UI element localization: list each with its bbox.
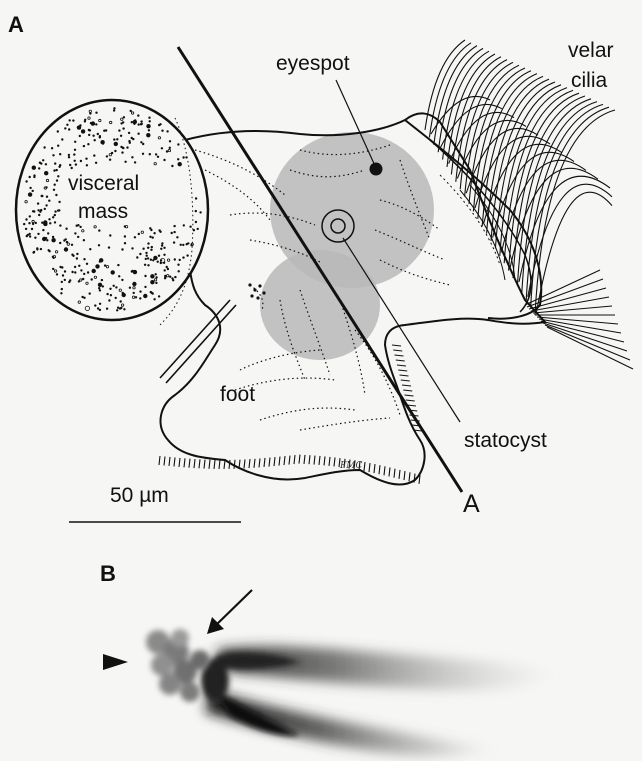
label-foot: foot <box>220 383 255 406</box>
arrowhead-indicator <box>103 654 128 670</box>
section-label: A <box>463 490 480 518</box>
scale-bar-label: 50 µm <box>110 484 169 507</box>
label-velar: velar <box>568 39 614 62</box>
label-statocyst: statocyst <box>464 429 547 452</box>
eyespot <box>370 163 383 176</box>
panel-a: A <box>8 12 633 522</box>
arrow-indicator <box>207 590 252 634</box>
label-cilia: cilia <box>571 69 607 92</box>
larva-photo-body <box>146 629 210 702</box>
label-mass: mass <box>78 200 128 223</box>
panel-b-letter: B <box>100 561 116 586</box>
label-eyespot: eyespot <box>276 52 350 75</box>
shaded-cephalic-region <box>260 132 434 360</box>
panel-a-letter: A <box>8 12 24 37</box>
label-visceral: visceral <box>68 172 139 195</box>
panel-b: B <box>100 561 560 756</box>
artist-signature: FMC <box>339 461 362 471</box>
